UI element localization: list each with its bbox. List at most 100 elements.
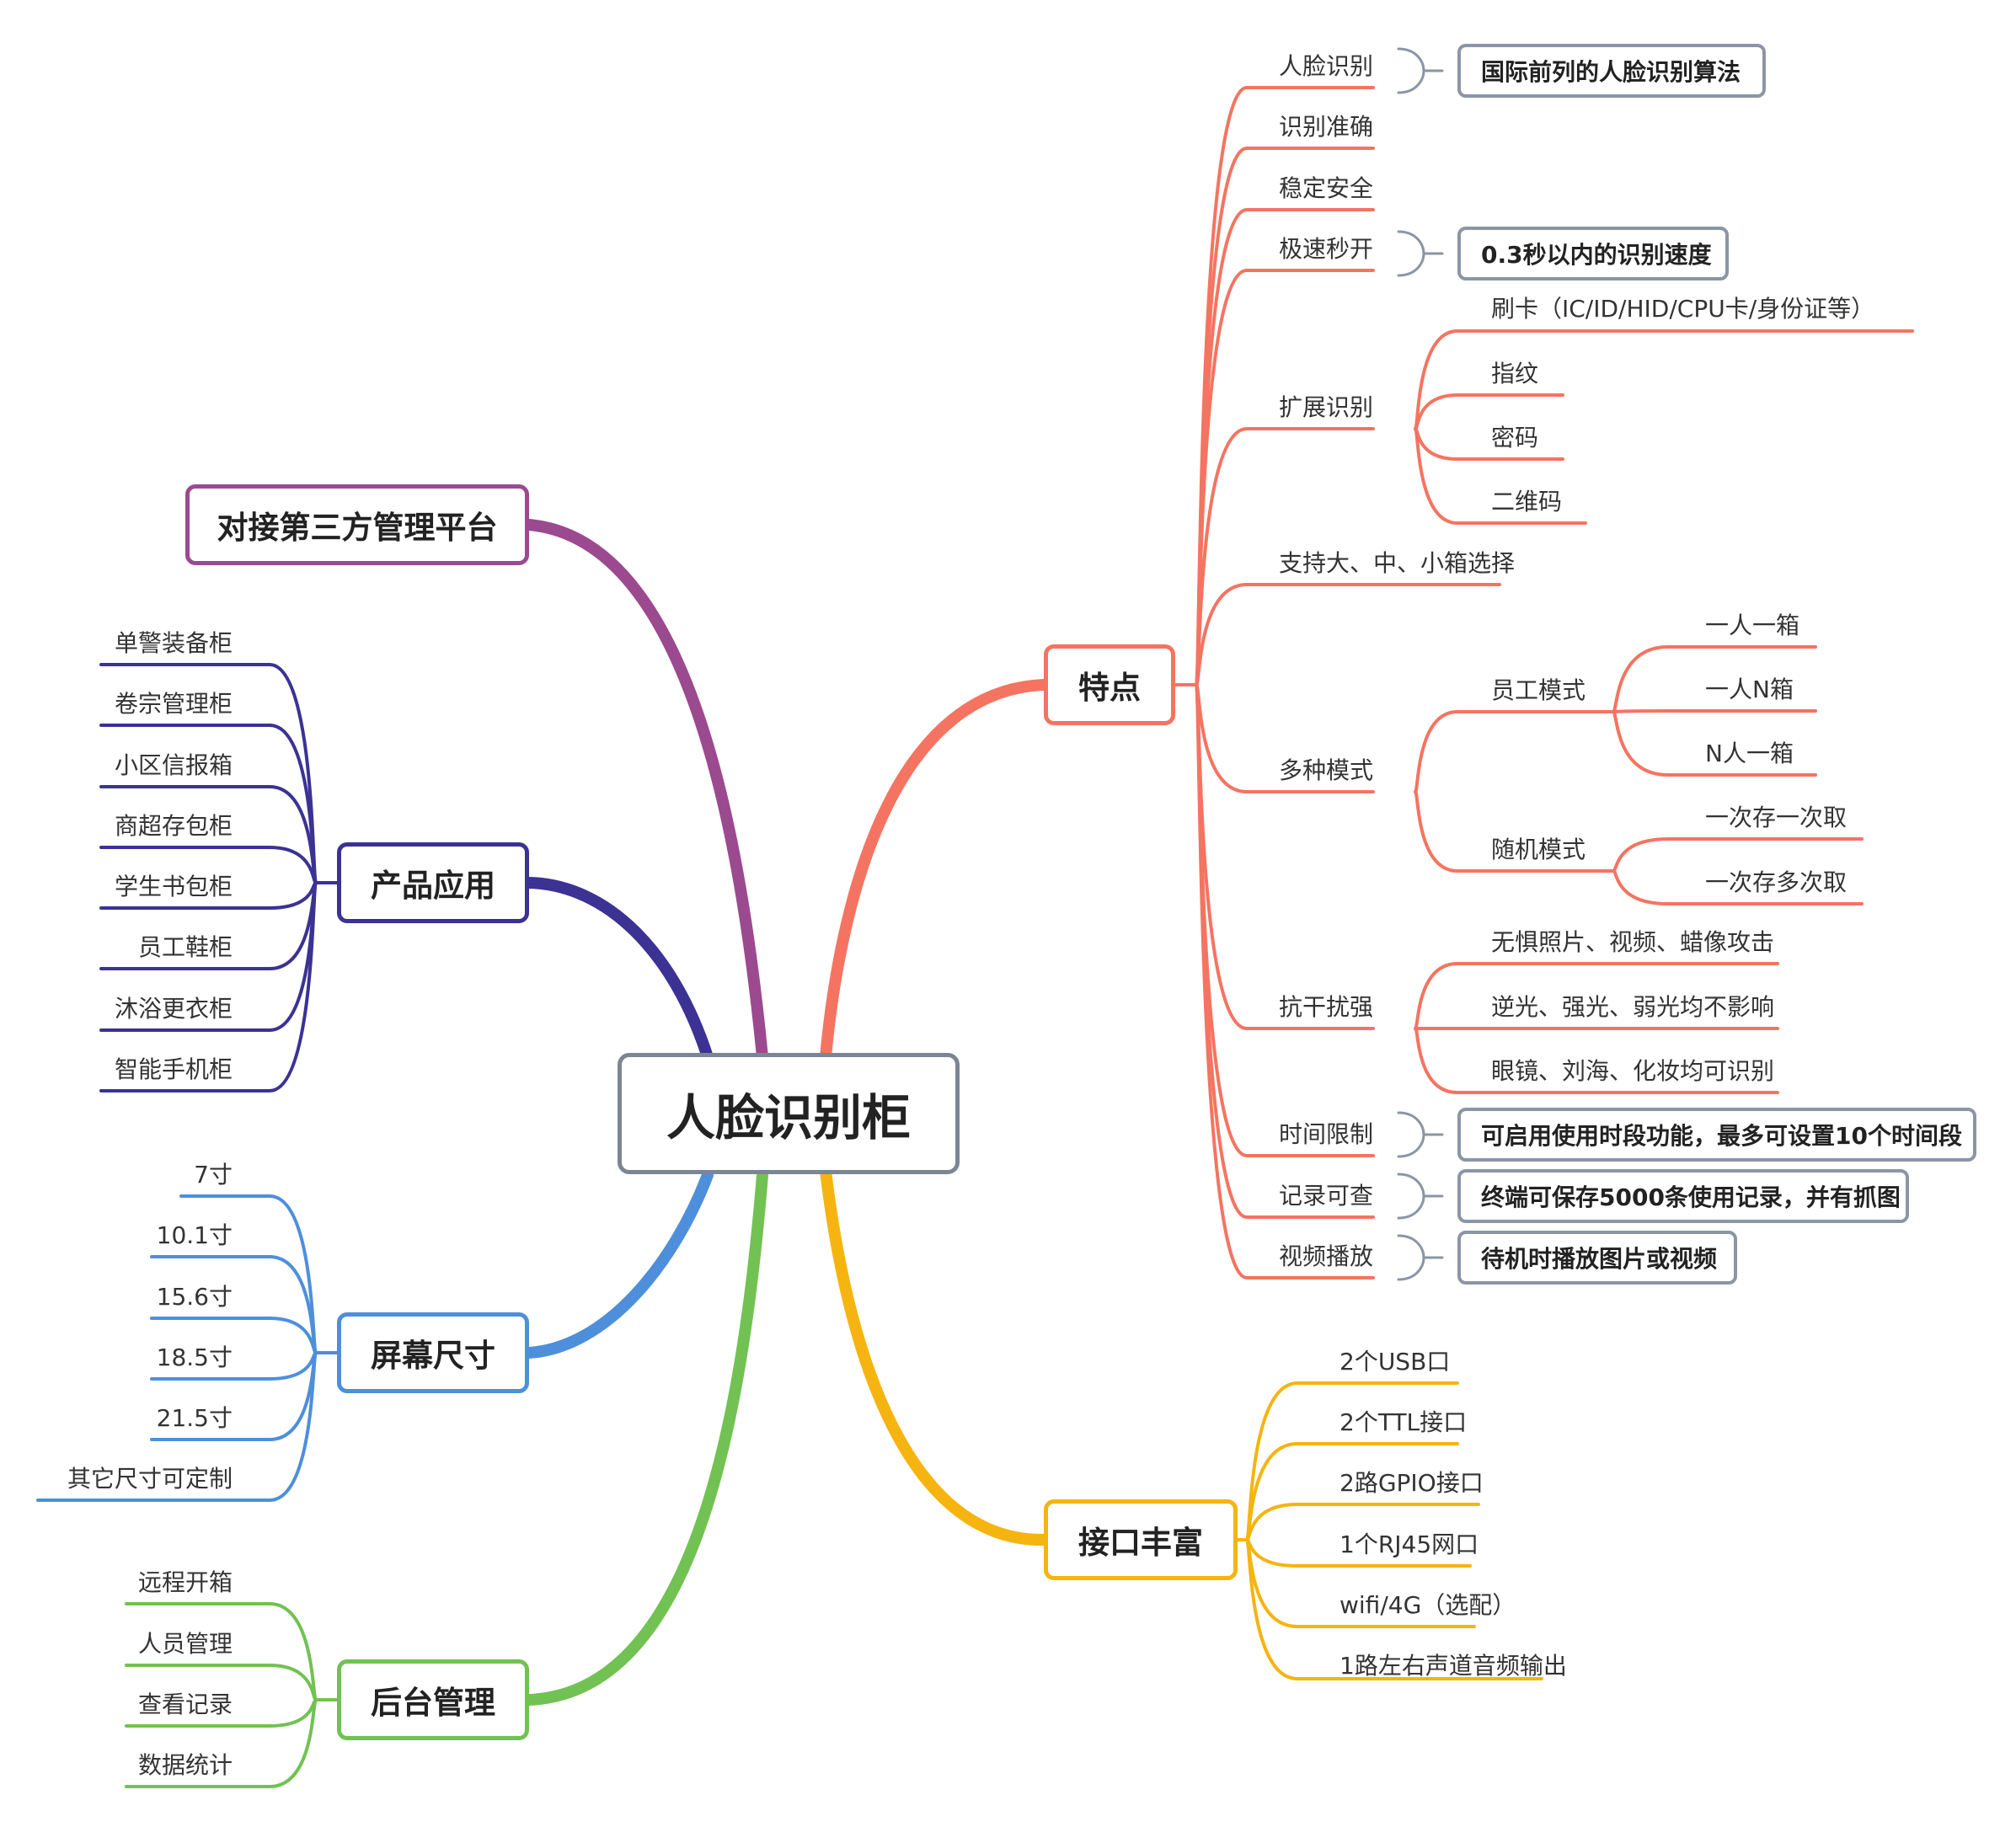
feature-video[interactable]: 视频播放 <box>1279 1242 1374 1270</box>
callout-fast[interactable]: 0.3秒以内的识别速度 <box>1457 227 1729 280</box>
brace-time <box>1397 1111 1444 1158</box>
app-mailbox[interactable]: 小区信报箱 <box>114 751 233 779</box>
backend-records[interactable]: 查看记录 <box>137 1691 233 1718</box>
link-random-once-once <box>1612 837 1864 873</box>
feature-record[interactable]: 记录可查 <box>1279 1182 1374 1210</box>
link-feature-fast <box>1195 269 1375 686</box>
link-app-7 <box>99 881 318 1092</box>
feature-modes[interactable]: 多种模式 <box>1279 756 1374 784</box>
link-anti-glasses <box>1414 1027 1779 1094</box>
anti-photo[interactable]: 无惧照片、视频、蜡像攻击 <box>1491 928 1775 956</box>
app-mall[interactable]: 商超存包柜 <box>114 812 233 840</box>
feature-fast[interactable]: 极速秒开 <box>1279 235 1374 263</box>
link-app-1 <box>99 724 318 884</box>
link-root-features <box>820 679 1050 1063</box>
intf-usb[interactable]: 2个USB口 <box>1340 1348 1451 1376</box>
link-feature-time <box>1195 683 1375 1157</box>
link-root-interfaces <box>820 1165 1050 1547</box>
mode-staff[interactable]: 员工模式 <box>1491 676 1586 704</box>
link-root-screen <box>523 1169 714 1359</box>
link-backend-3 <box>125 1698 318 1788</box>
link-ext-password <box>1414 427 1564 461</box>
ext-qrcode[interactable]: 二维码 <box>1491 488 1563 516</box>
link-intf-usb <box>1245 1381 1459 1541</box>
ext-fingerprint[interactable]: 指纹 <box>1491 360 1539 387</box>
link-intf-gpio <box>1245 1503 1480 1541</box>
feature-ext[interactable]: 扩展识别 <box>1279 393 1374 421</box>
backend-stats[interactable]: 数据统计 <box>137 1751 233 1779</box>
callout-time[interactable]: 可启用使用时段功能，最多可设置10个时间段 <box>1457 1108 1976 1162</box>
intf-rj45[interactable]: 1个RJ45网口 <box>1340 1531 1479 1558</box>
link-screen-2 <box>150 1317 318 1354</box>
link-mode-staff <box>1414 710 1615 793</box>
link-feature-box <box>1195 583 1501 686</box>
feature-stable[interactable]: 稳定安全 <box>1279 174 1374 202</box>
app-bath[interactable]: 沐浴更衣柜 <box>114 995 233 1023</box>
link-feature-stable <box>1195 208 1375 686</box>
screen-10[interactable]: 10.1寸 <box>156 1221 233 1249</box>
link-ext-qrcode <box>1414 427 1587 525</box>
backend-open[interactable]: 远程开箱 <box>137 1568 233 1596</box>
staff-one-one[interactable]: 一人一箱 <box>1705 612 1800 639</box>
feature-accurate[interactable]: 识别准确 <box>1279 113 1374 141</box>
random-once-many[interactable]: 一次存多次取 <box>1705 868 1848 896</box>
link-staff-one-n <box>1612 709 1817 713</box>
callout-video[interactable]: 待机时播放图片或视频 <box>1457 1231 1737 1285</box>
screen-15[interactable]: 15.6寸 <box>156 1283 233 1311</box>
mode-random[interactable]: 随机模式 <box>1491 836 1586 863</box>
feature-anti[interactable]: 抗干扰强 <box>1279 993 1374 1021</box>
feature-face[interactable]: 人脸识别 <box>1279 52 1374 80</box>
backend-people[interactable]: 人员管理 <box>137 1630 233 1658</box>
brace-fast <box>1397 230 1444 277</box>
apps-topic[interactable]: 产品应用 <box>337 842 529 923</box>
app-phone[interactable]: 智能手机柜 <box>114 1055 233 1083</box>
intf-audio[interactable]: 1路左右声道音频输出 <box>1340 1652 1567 1680</box>
app-student[interactable]: 学生书包柜 <box>114 873 233 900</box>
link-backend-1 <box>125 1664 318 1701</box>
link-mode-random <box>1414 790 1615 873</box>
backend-topic[interactable]: 后台管理 <box>337 1659 529 1740</box>
screen-18[interactable]: 18.5寸 <box>156 1344 233 1371</box>
link-anti-photo <box>1414 962 1779 1030</box>
screen-7[interactable]: 7寸 <box>194 1161 233 1189</box>
platform-topic[interactable]: 对接第三方管理平台 <box>185 484 529 565</box>
intf-wifi[interactable]: wifi/4G（选配） <box>1340 1591 1516 1619</box>
interfaces-topic[interactable]: 接口丰富 <box>1044 1499 1238 1580</box>
anti-glasses[interactable]: 眼镜、刘海、化妆均可识别 <box>1491 1057 1775 1085</box>
link-staff-n-one <box>1612 710 1817 777</box>
app-dossier[interactable]: 卷宗管理柜 <box>114 690 233 718</box>
link-ext-fingerprint <box>1414 393 1564 430</box>
link-root-backend <box>523 1169 768 1706</box>
link-screen-5 <box>36 1351 318 1502</box>
ext-password[interactable]: 密码 <box>1491 424 1539 451</box>
callout-face[interactable]: 国际前列的人脸识别算法 <box>1457 44 1766 98</box>
anti-light[interactable]: 逆光、强光、弱光均不影响 <box>1491 993 1775 1021</box>
link-random-once-many <box>1612 869 1864 905</box>
link-intf-audio <box>1245 1538 1543 1680</box>
callout-record[interactable]: 终端可保存5000条使用记录，并有抓图 <box>1457 1169 1909 1223</box>
app-shoes[interactable]: 员工鞋柜 <box>137 933 233 961</box>
brace-record <box>1397 1173 1444 1220</box>
intf-ttl[interactable]: 2个TTL接口 <box>1340 1408 1468 1436</box>
intf-gpio[interactable]: 2路GPIO接口 <box>1340 1469 1484 1497</box>
link-root-apps <box>523 877 714 1063</box>
root-topic[interactable]: 人脸识别柜 <box>618 1053 960 1174</box>
ext-card[interactable]: 刷卡（IC/ID/HID/CPU卡/身份证等） <box>1491 295 1875 323</box>
random-once-once[interactable]: 一次存一次取 <box>1705 804 1848 831</box>
app-police[interactable]: 单警装备柜 <box>114 629 233 657</box>
link-staff-one-one <box>1612 645 1817 713</box>
screen-size-topic[interactable]: 屏幕尺寸 <box>337 1312 529 1393</box>
link-app-3 <box>99 846 318 884</box>
link-root-platform <box>523 519 768 1063</box>
feature-time[interactable]: 时间限制 <box>1279 1120 1374 1148</box>
staff-one-n[interactable]: 一人N箱 <box>1705 676 1794 703</box>
link-feature-video <box>1195 683 1375 1279</box>
features-topic[interactable]: 特点 <box>1044 644 1175 725</box>
link-ext-card <box>1414 329 1914 430</box>
feature-box[interactable]: 支持大、中、小箱选择 <box>1279 549 1516 577</box>
screen-21[interactable]: 21.5寸 <box>156 1404 233 1432</box>
brace-video <box>1397 1234 1444 1281</box>
brace-face <box>1397 47 1444 94</box>
staff-n-one[interactable]: N人一箱 <box>1705 740 1794 767</box>
screen-custom[interactable]: 其它尺寸可定制 <box>67 1465 233 1493</box>
